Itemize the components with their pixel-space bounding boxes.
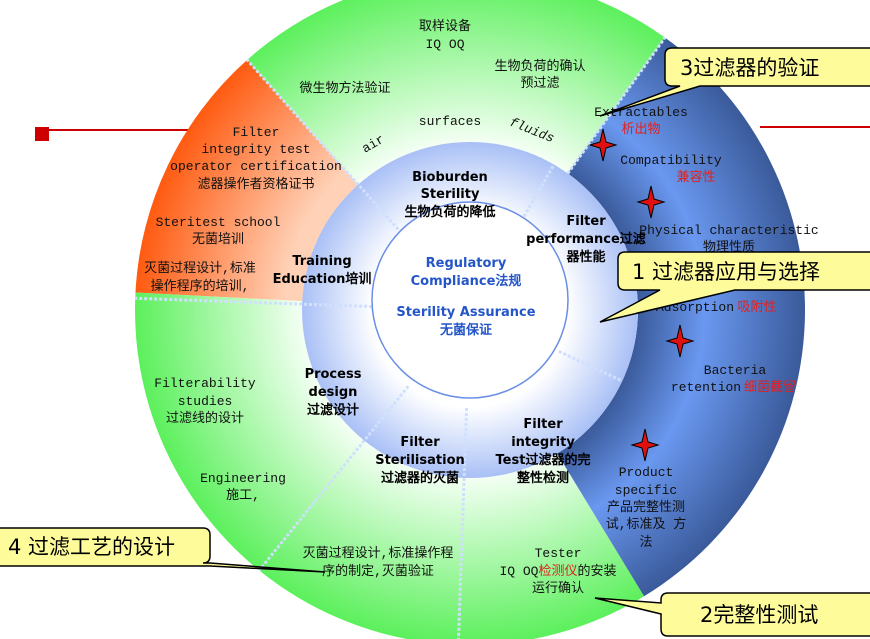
process-l3: 过滤设计 bbox=[307, 402, 359, 418]
tester-l3: 运行确认 bbox=[532, 581, 584, 596]
iq-oq-label: IQ OQ bbox=[425, 37, 464, 52]
bioburden-l1: Bioburden bbox=[412, 170, 488, 185]
integrity-l2: integrity bbox=[511, 435, 575, 450]
center-l4: 无菌保证 bbox=[439, 322, 492, 338]
product-l4: 试,标准及 方 bbox=[606, 516, 687, 532]
sector-divider bbox=[246, 58, 406, 238]
orange-l5: Steritest school bbox=[156, 215, 281, 230]
star-icon bbox=[636, 185, 666, 219]
star-icon bbox=[588, 128, 618, 162]
orange-l3: operator certification bbox=[170, 159, 342, 174]
sterilisation-l3: 过滤器的灭菌 bbox=[381, 470, 459, 486]
integrity-l4: 整性检测 bbox=[516, 470, 569, 486]
bacteria-en2: retention bbox=[671, 380, 741, 395]
performance-l3: 器性能 bbox=[565, 249, 605, 265]
orange-l8: 操作程序的培训, bbox=[151, 278, 250, 294]
bacteria-cn: 细菌截留 bbox=[744, 380, 796, 395]
adsorption-cn: 吸附性 bbox=[737, 300, 776, 315]
bioburden-l3: 生物负荷的降低 bbox=[404, 204, 495, 220]
bacteria-en1: Bacteria bbox=[704, 363, 767, 378]
orange-l7: 灭菌过程设计,标准 bbox=[144, 261, 256, 276]
surfaces-label: surfaces bbox=[419, 114, 481, 129]
filterability-l1: Filterability bbox=[154, 376, 256, 391]
sector-divider bbox=[558, 350, 623, 383]
micro-method-label: 微生物方法验证 bbox=[299, 80, 390, 96]
callout-1-text: 1 过滤器应用与选择 bbox=[632, 260, 820, 284]
orange-l1: Filter bbox=[233, 125, 280, 140]
sterilisation-l1: Filter bbox=[400, 435, 440, 450]
orange-l2: integrity test bbox=[201, 142, 310, 157]
tester-l1: Tester bbox=[535, 546, 582, 561]
engineering-l1: Engineering bbox=[200, 471, 286, 486]
training-l1: Training bbox=[292, 254, 351, 269]
star-icon bbox=[665, 324, 695, 358]
compatibility-cn: 兼容性 bbox=[676, 169, 715, 185]
physical-en: Physical characteristic bbox=[639, 223, 818, 238]
star-icon bbox=[630, 428, 660, 462]
filterability-l2: studies bbox=[178, 394, 233, 409]
compatibility-en: Compatibility bbox=[620, 153, 722, 168]
bioburden-l2: Sterility bbox=[421, 187, 480, 202]
sterilisation-process-l2: 序的制定,灭菌验证 bbox=[322, 563, 434, 579]
sterilisation-process-l1: 灭菌过程设计,标准操作程 bbox=[303, 545, 454, 561]
product-l2: specific bbox=[615, 483, 677, 498]
outer-sector-orange bbox=[135, 59, 359, 302]
integrity-l3: Test过滤器的完 bbox=[496, 452, 591, 468]
callout-4-text: 4 过滤工艺的设计 bbox=[8, 535, 175, 559]
callout-3-text: 3过滤器的验证 bbox=[680, 56, 819, 80]
orange-l4: 滤器操作者资格证书 bbox=[197, 176, 314, 192]
callout-3: 3过滤器的验证 bbox=[599, 47, 870, 117]
performance-l2: performance过滤 bbox=[526, 231, 646, 247]
sector-divider bbox=[135, 296, 373, 309]
product-l1: Product bbox=[619, 465, 674, 480]
outer-sector-blue bbox=[557, 37, 805, 597]
process-l1: Process bbox=[305, 367, 362, 382]
performance-l1: Filter bbox=[566, 214, 606, 229]
callout-2: 2完整性测试 bbox=[594, 592, 870, 637]
center-l2: Compliance法规 bbox=[411, 273, 522, 289]
sector-divider bbox=[566, 36, 667, 175]
sampling-equipment-label: 取样设备 bbox=[419, 18, 471, 34]
center-l1: Regulatory bbox=[426, 256, 507, 271]
callout-1: 1 过滤器应用与选择 bbox=[599, 251, 870, 323]
sector-divider bbox=[258, 385, 410, 572]
sterilisation-l2: Sterilisation bbox=[375, 453, 465, 468]
center-l3: Sterility Assurance bbox=[396, 305, 535, 320]
training-l2: Education培训 bbox=[273, 271, 372, 287]
bioburden-confirm-label: 生物负荷的确认 bbox=[494, 58, 585, 74]
red-square-bullet bbox=[35, 127, 49, 141]
engineering-l2: 施工, bbox=[226, 488, 260, 503]
outer-sector-green-left bbox=[135, 292, 645, 639]
product-l3: 产品完整性测 bbox=[607, 500, 685, 515]
orange-l6: 无菌培训 bbox=[192, 231, 244, 247]
product-l5: 法 bbox=[639, 535, 652, 550]
center-circle bbox=[371, 201, 569, 399]
integrity-l1: Filter bbox=[523, 417, 563, 432]
callout-4: 4 过滤工艺的设计 bbox=[0, 527, 326, 573]
filterability-l3: 过滤线的设计 bbox=[166, 410, 244, 426]
prefilter-label: 预过滤 bbox=[520, 76, 559, 91]
sector-divider bbox=[457, 407, 469, 639]
tester-l2: IQ OQ检测仪的安装 bbox=[499, 563, 616, 579]
outer-sector-green-top bbox=[247, 0, 666, 185]
callout-2-text: 2完整性测试 bbox=[700, 603, 818, 627]
sector-divider bbox=[517, 163, 556, 226]
extractables-cn: 析出物 bbox=[621, 122, 660, 137]
process-l2: design bbox=[309, 385, 358, 400]
